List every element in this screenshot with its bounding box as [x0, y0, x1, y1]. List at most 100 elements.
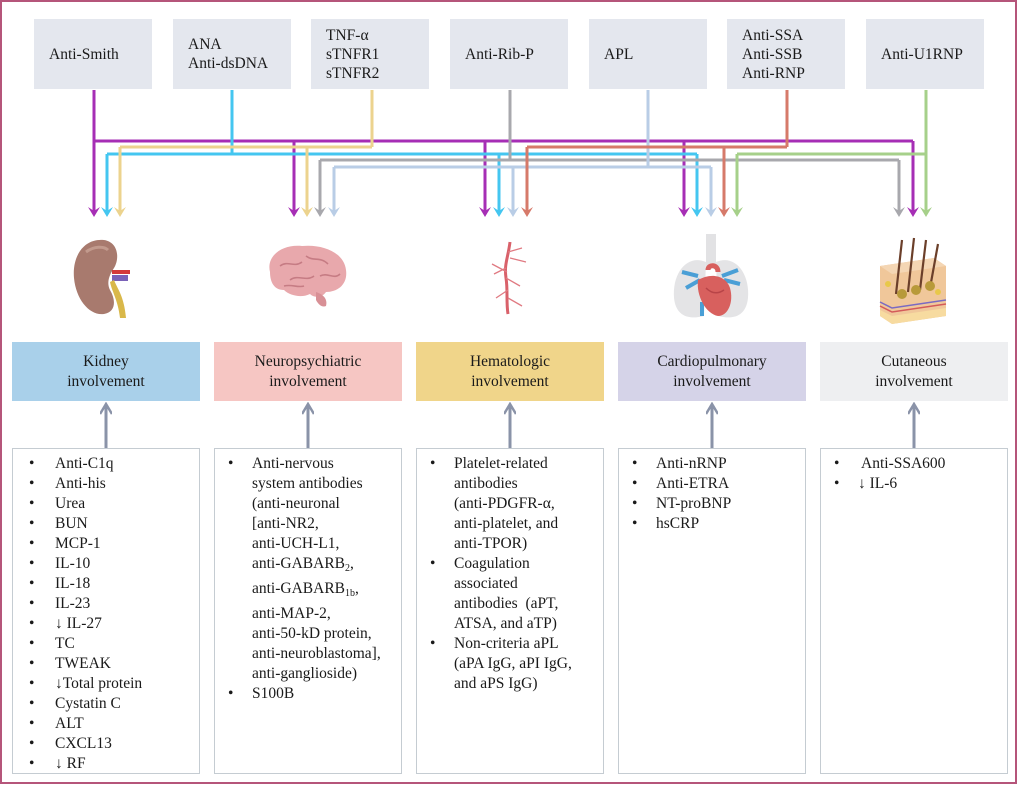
list-item-line: and aPS IgG) — [454, 675, 538, 692]
list-item-line: anti-TPOR) — [454, 535, 528, 552]
list-item-text: ↓ IL-6 — [858, 475, 898, 492]
brain-icon — [269, 245, 347, 307]
list-item-text: ↓ RF — [55, 755, 86, 772]
bullet: • — [29, 755, 35, 772]
list-item: •Anti-nRNP — [619, 454, 805, 474]
bullet: • — [29, 575, 35, 592]
list-item-line: (aPA IgG, aPI IgG, — [454, 655, 572, 672]
connector-apl — [328, 90, 717, 217]
marker-label: TNF-α — [326, 26, 369, 44]
arrowhead-icon — [893, 207, 905, 217]
bullet: • — [29, 515, 35, 532]
list-item: •↓ IL-6 — [821, 474, 1007, 494]
category-subtitle: involvement — [269, 372, 347, 390]
list-item-line: system antibodies — [252, 475, 363, 492]
list-item-text: hsCRP — [656, 515, 700, 532]
marker-apl: APL — [589, 19, 707, 89]
list-item-text: IL-23 — [55, 595, 91, 612]
list-item: • Urea — [13, 494, 199, 514]
biomarker-list-kidney: •Anti-C1q•Anti-his•Urea•BUN•MCP-1•IL-10•… — [12, 448, 200, 774]
list-item-text: BUN — [55, 515, 88, 532]
bullet: • — [632, 455, 638, 472]
text: anti-GABARB — [252, 555, 345, 572]
list-item-text: ↓Total protein — [55, 675, 143, 692]
list-item-line: anti-platelet, and — [454, 515, 559, 532]
list-item-text: TC — [55, 635, 75, 652]
list-item: •Anti-ETRA — [619, 474, 805, 494]
marker-ana: ANA Anti-dsDNA — [173, 19, 291, 89]
bullet: • — [430, 635, 436, 652]
category-subtitle: involvement — [471, 372, 549, 390]
up-arrow-icon — [504, 402, 516, 448]
skin-icon — [879, 237, 947, 324]
list-item: • Anti-nervous system antibodies (anti-n… — [215, 454, 401, 684]
list-item-line: Anti-nervous — [252, 455, 334, 472]
marker-label: ANA — [188, 36, 222, 53]
bullet: • — [430, 455, 436, 472]
bullet: • — [29, 495, 35, 512]
bullet: • — [29, 535, 35, 552]
list-item-line: anti-neuroblastoma], — [252, 645, 381, 662]
bullet: • — [29, 475, 35, 492]
list-item-line: anti-UCH-L1, — [252, 535, 340, 552]
text: , — [355, 580, 359, 597]
arrowhead-icon — [88, 207, 100, 217]
marker-label: Anti-U1RNP — [881, 45, 963, 63]
arrowhead-icon — [301, 207, 313, 217]
category-hematologic: Hematologic involvement — [416, 342, 604, 401]
marker-tnf: TNF-α sTNFR1 sTNFR2 — [311, 19, 429, 89]
list-item-text: ↓ IL-27 — [55, 615, 102, 632]
bullet: • — [228, 455, 234, 472]
marker-anti-u1rnp: Anti-U1RNP — [866, 19, 984, 89]
list-item: •TWEAK — [13, 654, 199, 674]
connector-anti-rib-p — [314, 90, 905, 217]
list-item-line: S100B — [252, 685, 295, 702]
arrowhead-icon — [288, 207, 300, 217]
marker-label: Anti-dsDNA — [188, 55, 269, 72]
list-item-text: IL-10 — [55, 555, 91, 572]
list-item: • MCP-1 — [13, 534, 199, 554]
list-item-line: anti-MAP-2, — [252, 605, 331, 622]
category-title: Cutaneous — [881, 352, 947, 370]
list-item-text: Urea — [55, 495, 86, 512]
list-item: •↓ IL-27 — [13, 614, 199, 634]
marker-label: Anti-RNP — [742, 64, 805, 82]
bullet: • — [29, 455, 35, 472]
list-item: •Non-criteria aPL(aPA IgG, aPI IgG,and a… — [417, 634, 603, 694]
up-arrow-icon — [706, 402, 718, 448]
arrowhead-icon — [907, 207, 919, 217]
bullet: • — [29, 635, 35, 652]
arrowhead-icon — [328, 207, 340, 217]
arrowhead-icon — [691, 207, 703, 217]
subscript: 1b — [345, 588, 355, 599]
arrowhead-icon — [705, 207, 717, 217]
list-item-line: Coagulation — [454, 555, 530, 572]
marker-label: Anti-SSA — [742, 26, 804, 44]
arrowhead-icon — [731, 207, 743, 217]
kidney-icon — [73, 239, 130, 318]
bullet: • — [29, 715, 35, 732]
list-item-line: Platelet-related — [454, 455, 548, 472]
list-item: •Cystatin C — [13, 694, 199, 714]
list-item-text: MCP-1 — [55, 535, 101, 552]
list-item: • Anti-his — [13, 474, 199, 494]
marker-label: Anti-Rib-P — [465, 45, 534, 63]
list-item-line: (anti-PDGFR-α, — [454, 495, 555, 512]
arrowhead-icon — [507, 207, 519, 217]
bullet: • — [29, 595, 35, 612]
category-title: Hematologic — [469, 352, 551, 370]
list-item-text: TWEAK — [55, 655, 111, 672]
list-item-text: IL-18 — [55, 575, 91, 592]
bullet: • — [228, 685, 234, 702]
marker-anti-smith: Anti-Smith — [34, 19, 152, 89]
connector-anti-ssa — [521, 90, 789, 217]
list-item-text: Anti-his — [55, 475, 106, 492]
bullet: • — [29, 675, 35, 692]
marker-label: sTNFR2 — [326, 64, 380, 82]
list-item: •hsCRP — [619, 514, 805, 534]
arrowhead-icon — [718, 207, 730, 217]
biomarker-list-cardiopulmonary: •Anti-nRNP•Anti-ETRA•NT-proBNP•hsCRP — [618, 448, 806, 774]
list-item: • BUN — [13, 514, 199, 534]
